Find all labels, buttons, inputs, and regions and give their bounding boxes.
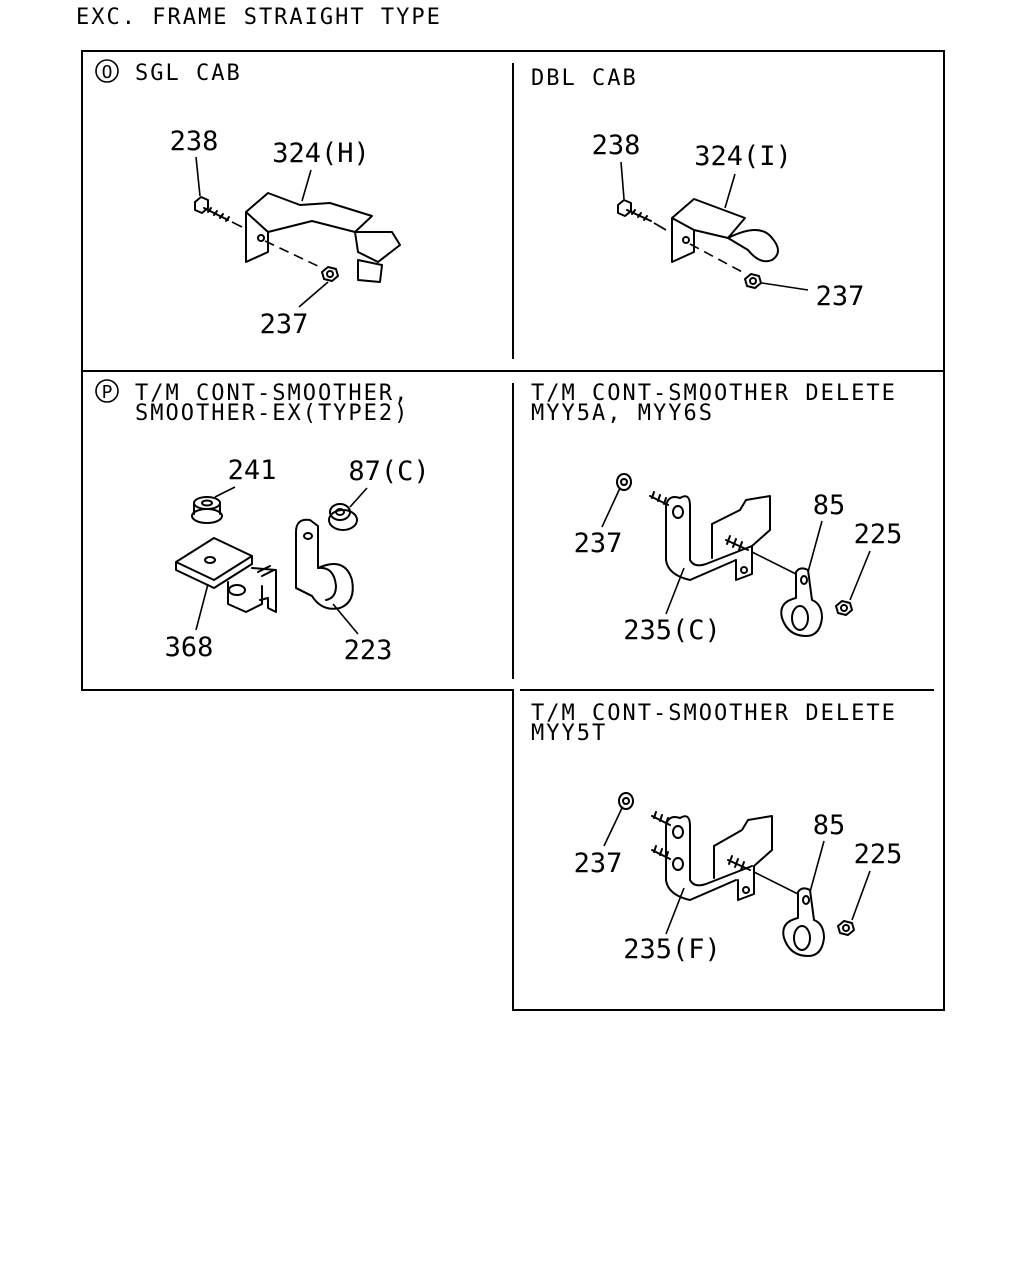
panel-heading-line1: T/M CONT-SMOOTHER DELETE	[531, 381, 897, 406]
callout-225: 225	[854, 519, 903, 550]
panel-heading-line2: MYY5A, MYY6S	[531, 401, 714, 426]
panel-sgl-cab: O SGL CAB 238 324(H) 237	[95, 59, 401, 340]
panel-heading-line1: T/M CONT-SMOOTHER,	[135, 381, 409, 406]
callout-225: 225	[854, 839, 903, 870]
bracket-part	[245, 192, 401, 283]
flange-nut-part	[191, 496, 223, 524]
section-marker-p	[95, 379, 119, 403]
callout-85: 85	[813, 810, 846, 841]
nut-part	[744, 273, 762, 289]
callout-237: 237	[574, 528, 623, 559]
callout-238: 238	[170, 126, 219, 157]
washer-part	[616, 473, 632, 491]
callout-237: 237	[574, 848, 623, 879]
callout-237: 237	[260, 309, 309, 340]
section-marker-o	[95, 59, 119, 83]
nut-part	[837, 920, 855, 936]
panel-smoother-delete-a: T/M CONT-SMOOTHER DELETE MYY5A, MYY6S	[531, 381, 902, 646]
callout-87c: 87(C)	[348, 456, 429, 487]
panel-heading: DBL CAB	[531, 66, 638, 91]
callout-85: 85	[813, 490, 846, 521]
callout-237: 237	[816, 281, 865, 312]
clamp-part	[782, 887, 825, 957]
panel-frame	[81, 50, 945, 1011]
bolt-part	[194, 196, 243, 228]
callout-235c: 235(C)	[623, 615, 721, 646]
bracket-part	[671, 198, 779, 263]
bracket-part	[651, 811, 773, 901]
callout-241: 241	[228, 455, 277, 486]
panel-smoother-delete-t: T/M CONT-SMOOTHER DELETE MYY5T	[531, 701, 902, 965]
clip-part	[295, 518, 354, 610]
diagram-title: EXC. FRAME STRAIGHT TYPE	[76, 5, 442, 30]
callout-324i: 324(I)	[694, 141, 792, 172]
bracket-part	[649, 491, 771, 581]
nut-part	[835, 600, 853, 616]
callout-324h: 324(H)	[272, 138, 370, 169]
panel-heading-line2: MYY5T	[531, 721, 607, 746]
callout-235f: 235(F)	[623, 934, 721, 965]
panel-heading: SGL CAB	[135, 61, 242, 86]
nut-part	[321, 266, 339, 282]
panel-heading-line2: SMOOTHER-EX(TYPE2)	[135, 401, 409, 426]
section-marker-letter: O	[102, 62, 113, 83]
callout-368: 368	[165, 632, 214, 663]
panel-heading-line1: T/M CONT-SMOOTHER DELETE	[531, 701, 897, 726]
callout-238: 238	[592, 130, 641, 161]
clamp-part	[780, 567, 823, 637]
callout-223: 223	[344, 635, 393, 666]
flange-nut-part	[328, 503, 358, 531]
bolt-part	[617, 199, 667, 231]
washer-part	[618, 792, 634, 810]
section-marker-letter: P	[102, 382, 113, 403]
bracket-part	[175, 537, 277, 613]
panel-dbl-cab: DBL CAB 238 324(I) 237	[531, 66, 864, 312]
panel-smoother: P T/M CONT-SMOOTHER, SMOOTHER-EX(TYPE2)	[95, 379, 430, 666]
